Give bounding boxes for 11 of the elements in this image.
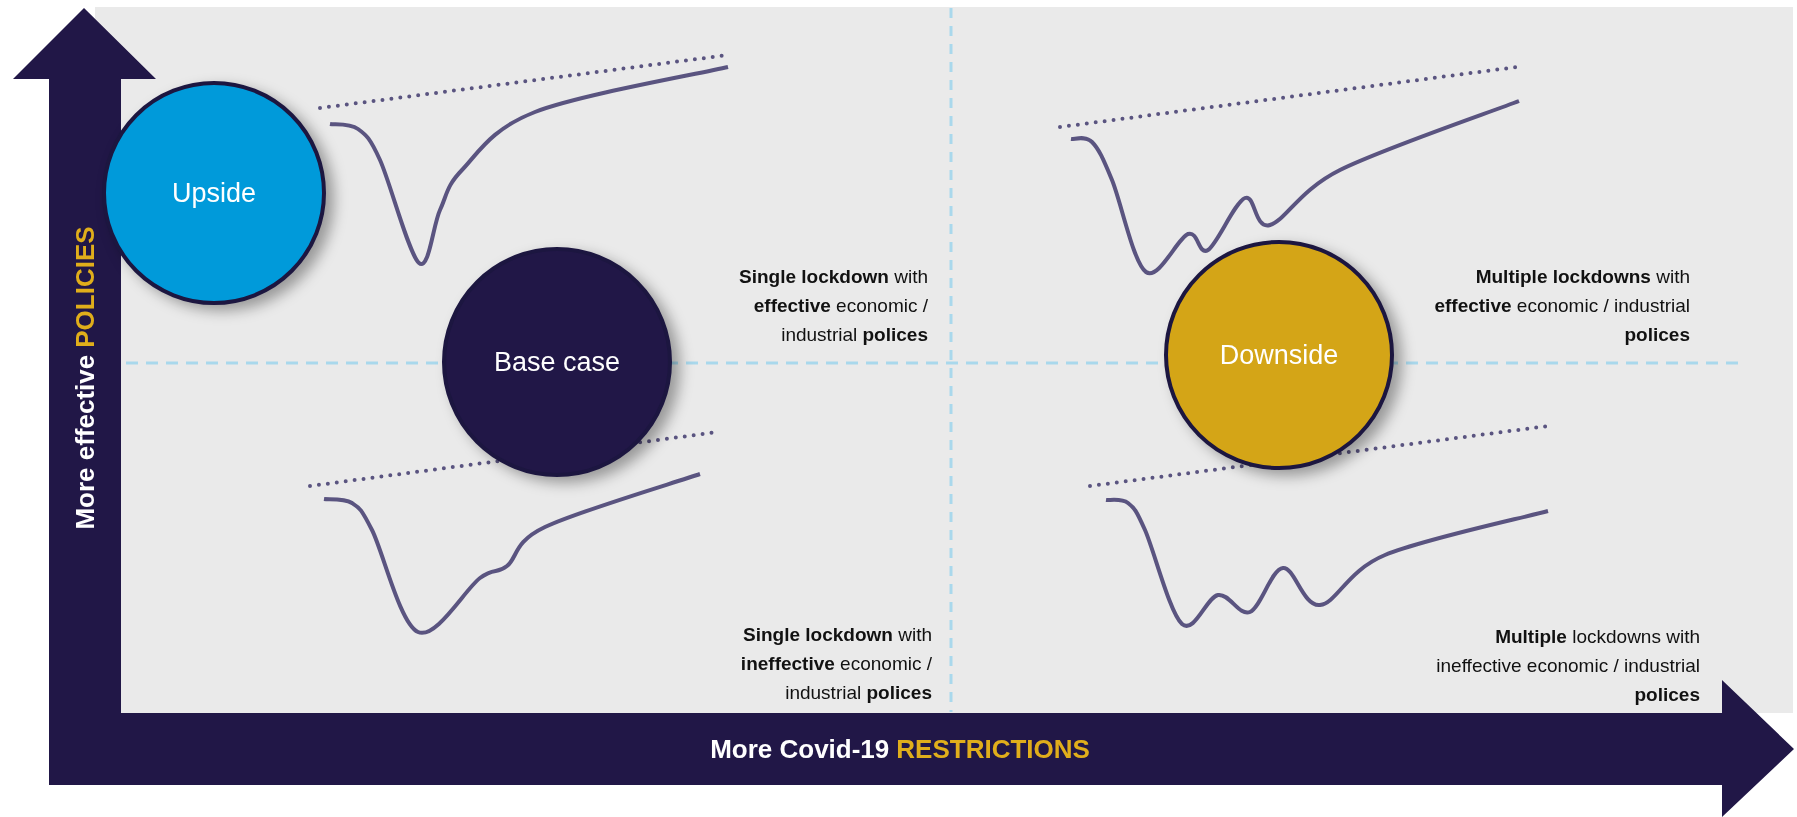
scenario-description: Single lockdown with effective economic / industrial polices [738, 265, 928, 347]
scenario-description: Single lockdown with ineffective economic / industrial polices [739, 623, 932, 705]
scenario-label: Base case [493, 345, 621, 379]
scenario-label: Upside [171, 176, 256, 210]
axis-title: RESTRICTIONS [896, 732, 1090, 766]
scenario-label: Downside [1219, 338, 1339, 372]
axis-title: POLICIES [68, 226, 101, 348]
axis-title: More effective [68, 354, 101, 530]
axis-title: More Covid-19 [710, 732, 890, 766]
scenario-description: Multiple lockdowns with effective economic / industrial polices [1433, 265, 1690, 347]
scenario-description: Multiple lockdowns with ineffective economic / industrial polices [1435, 625, 1700, 707]
